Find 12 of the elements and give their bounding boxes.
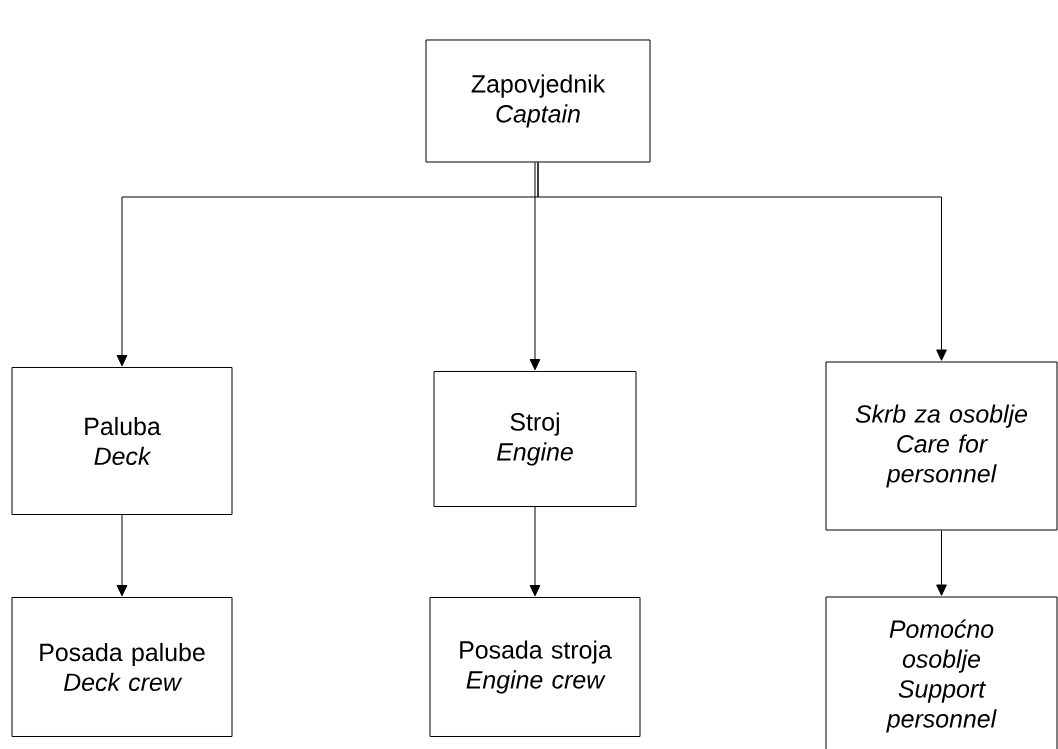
- org-box: Pomoćno osoblje Support personnel: [825, 596, 1058, 749]
- org-box: Stroj Engine: [433, 371, 637, 507]
- org-box: Skrb za osoblje Care for personnel: [825, 361, 1058, 531]
- org-box: Posada stroja Engine crew: [429, 597, 641, 737]
- org-box: Posada palube Deck crew: [11, 597, 233, 737]
- arrow: [529, 506, 541, 597]
- arrow: [537, 162, 947, 361]
- arrow: [936, 530, 947, 596]
- arrow: [529, 162, 541, 371]
- org-box: Paluba Deck: [11, 367, 233, 515]
- org-box: Zapovjednik Captain: [425, 39, 651, 163]
- arrow: [116, 514, 128, 597]
